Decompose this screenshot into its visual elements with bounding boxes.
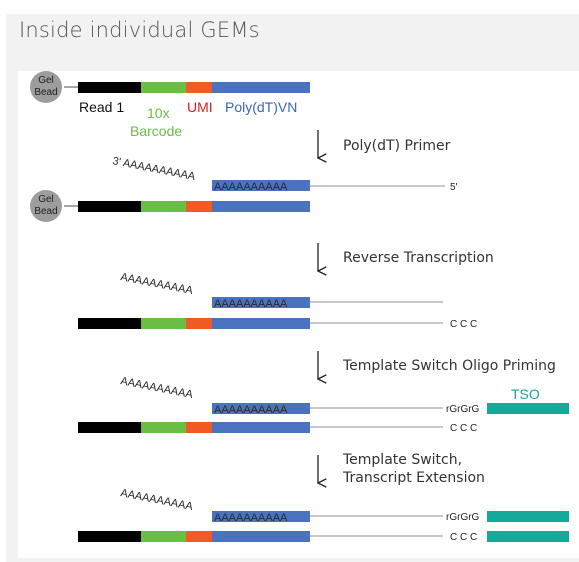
gel-bead-label-line2: Bead: [34, 87, 57, 98]
read1-segment: [78, 531, 141, 542]
gel-bead-label-line2: Bead: [34, 206, 57, 217]
barcode-segment: [141, 82, 186, 93]
umi-segment: [186, 531, 212, 542]
ccc-label-3: C C C: [450, 319, 477, 330]
polya-bar-4: [212, 403, 310, 414]
page-title: Inside individual GEMs: [19, 18, 260, 42]
panel-inner: [18, 71, 579, 558]
barcode-segment: [141, 422, 186, 433]
polya-bar-text-4: AAAAAAAAAA: [214, 404, 288, 416]
oligo-row-4: AAAAAAAAAA AAAAAAAAAA rGrGrG TSO C C C: [78, 375, 569, 434]
barcode-segment: [141, 531, 186, 542]
barcode-segment: [141, 201, 186, 212]
gel-bead-label-line1: Gel: [38, 75, 54, 86]
step-label-2: Reverse Transcription: [343, 250, 494, 266]
read1-segment: [78, 422, 141, 433]
polya-bar-2: [212, 180, 310, 191]
barcode-segment: [141, 318, 186, 329]
umi-segment: [186, 82, 212, 93]
read1-segment: [78, 82, 141, 93]
ccc-label-5: C C C: [450, 532, 477, 543]
step-label-4-line2: Transcript Extension: [342, 470, 485, 486]
barcode-label-line2: Barcode: [130, 123, 182, 139]
polydt-segment: [212, 318, 310, 329]
gel-bead-label-line1: Gel: [38, 194, 54, 205]
polya-bar-text-3: AAAAAAAAAA: [214, 298, 288, 310]
oligo-row-2: 3' AAAAAAAAAA AAAAAAAAAA 5' Gel Bead: [30, 155, 458, 222]
tso-complement-segment: [487, 531, 569, 542]
polya-tail-4: AAAAAAAAAA: [119, 375, 194, 401]
polya-tail-5: AAAAAAAAAA: [119, 487, 194, 513]
step-label-1: Poly(dT) Primer: [343, 138, 451, 154]
polydt-segment: [212, 531, 310, 542]
gel-bead-icon: [30, 190, 62, 222]
tso-segment: [487, 403, 569, 414]
polydt-segment: [212, 82, 310, 93]
polydt-label: Poly(dT)VN: [225, 99, 297, 115]
read1-segment: [78, 201, 141, 212]
tso-label: TSO: [511, 386, 540, 402]
polya-tail-3: AAAAAAAAAA: [119, 271, 194, 297]
read1-segment: [78, 318, 141, 329]
gel-bead-icon: [30, 71, 62, 103]
oligo-row-5: AAAAAAAAAA AAAAAAAAAA rGrGrG C C C: [78, 487, 569, 543]
rgrgrg-label-5: rGrGrG: [446, 512, 480, 523]
polydt-segment: [212, 422, 310, 433]
barcode-label-line1: 10x: [147, 105, 170, 121]
five-prime-label: 5': [450, 182, 458, 193]
ccc-label-4: C C C: [450, 423, 477, 434]
step-label-4-line1: Template Switch,: [342, 452, 462, 468]
step-label-3: Template Switch Oligo Priming: [342, 358, 556, 374]
read1-label: Read 1: [79, 99, 124, 115]
tso-segment: [487, 511, 569, 522]
polya-bar-text-5: AAAAAAAAAA: [214, 512, 288, 524]
polya-bar-text-2: AAAAAAAAAA: [214, 181, 288, 193]
polya-bar-5: [212, 511, 310, 522]
umi-label: UMI: [187, 99, 213, 115]
polya-bar-3: [212, 297, 310, 308]
panel-background: [6, 14, 579, 562]
polya-tail-2: 3' AAAAAAAAAA: [111, 155, 196, 183]
umi-segment: [186, 318, 212, 329]
umi-segment: [186, 201, 212, 212]
polydt-segment: [212, 201, 310, 212]
oligo-row-3: AAAAAAAAAA AAAAAAAAAA C C C: [78, 271, 477, 330]
umi-segment: [186, 422, 212, 433]
rgrgrg-label-4: rGrGrG: [446, 404, 480, 415]
oligo-row-1: Gel Bead Read 1 10x Barcode UMI Poly(dT)…: [30, 71, 310, 139]
